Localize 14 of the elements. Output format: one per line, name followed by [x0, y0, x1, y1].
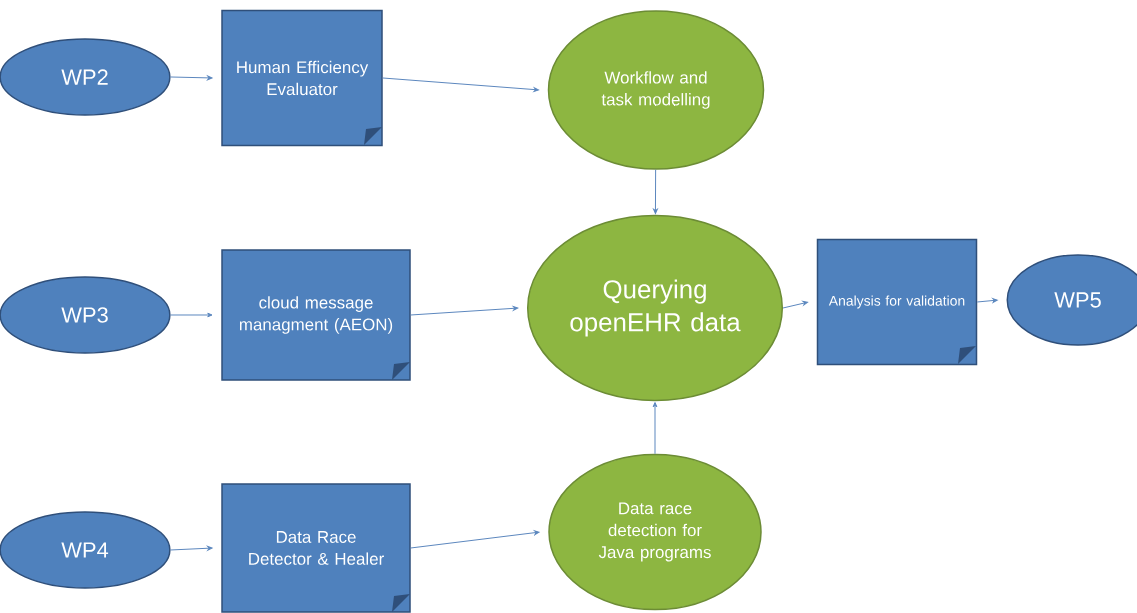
document-box: cloud message managment (AEON)	[221, 249, 411, 381]
arrow	[410, 306, 519, 316]
arrow	[170, 312, 213, 318]
arrow	[410, 530, 540, 549]
arrow	[782, 300, 808, 309]
document-box: Analysis for validation	[816, 238, 978, 366]
document-box: Data Race Detector & Healer	[221, 483, 411, 613]
arrow	[170, 545, 213, 551]
arrow	[652, 402, 658, 455]
document-box: Human Efficiency Evaluator	[221, 9, 383, 147]
arrow	[653, 169, 658, 214]
arrow	[170, 75, 213, 81]
arrow	[382, 77, 539, 92]
arrow	[976, 298, 998, 303]
